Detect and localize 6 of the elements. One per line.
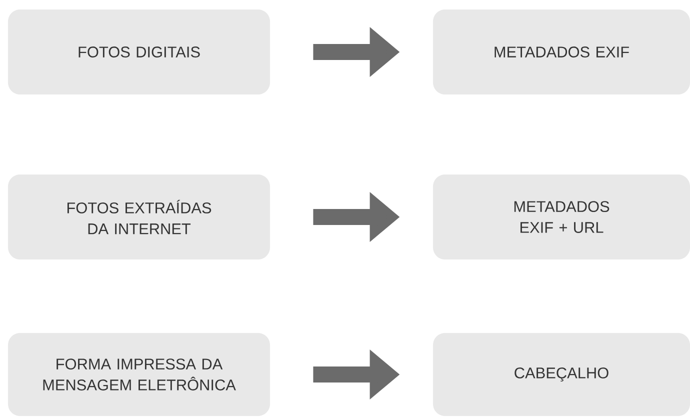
process-box: FOTOS EXTRAÍDAS DA INTERNET [8,174,270,260]
process-box: FORMA IMPRESSA DA MENSAGEM ELETRÔNICA [8,333,270,416]
process-box: CABEÇALHO [433,333,690,416]
process-box: METADADOS EXIF [433,10,690,94]
process-box: METADADOS EXIF + URL [433,174,690,260]
process-box: FOTOS DIGITAIS [8,10,270,94]
